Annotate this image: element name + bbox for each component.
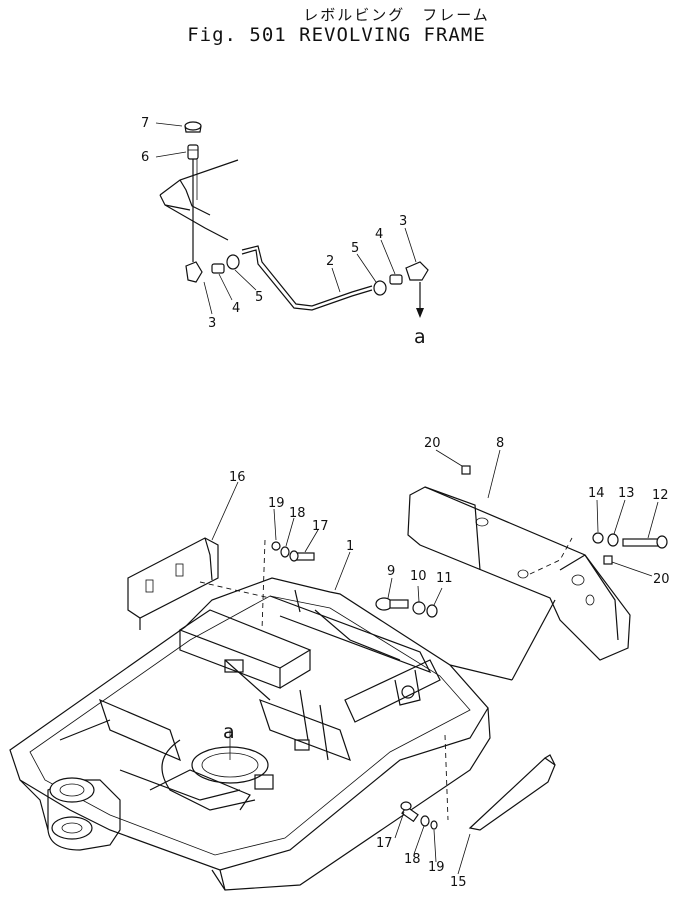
callout-2: 2 <box>326 254 334 269</box>
part-grease-nipple <box>187 144 199 160</box>
callout-20-right: 20 <box>653 572 670 587</box>
part-connector-right <box>389 274 403 285</box>
part-elbow-left <box>185 261 203 283</box>
callout-11: 11 <box>436 571 453 586</box>
part-cap <box>184 121 202 133</box>
figure-title: Fig. 501 REVOLVING FRAME <box>187 24 486 46</box>
callout-9: 9 <box>387 564 395 579</box>
part-washer-18b <box>420 815 430 827</box>
part-nut-left <box>226 254 240 270</box>
callout-15: 15 <box>450 875 467 890</box>
callout-18-bottom: 18 <box>404 852 421 867</box>
callout-16: 16 <box>229 470 246 485</box>
part-tube <box>241 245 373 307</box>
grease-line-assembly <box>155 121 429 318</box>
part-elbow-right <box>405 261 429 281</box>
reference-a-lower: a <box>223 721 235 743</box>
callout-4-upper-left: 4 <box>232 301 240 316</box>
callout-14: 14 <box>588 486 605 501</box>
part-nut-right <box>373 280 387 296</box>
part-connector-left <box>211 263 225 274</box>
part-washer-19a <box>271 541 281 551</box>
callout-labels: 7 6 2 5 4 3 3 4 5 a 20 8 16 19 18 17 1 9… <box>141 116 670 890</box>
part-bolt-17b <box>400 801 419 823</box>
part-side-cover-right <box>444 734 556 831</box>
part-bolt-17a <box>289 550 315 562</box>
revolving-frame <box>9 449 668 891</box>
part-washer-11 <box>426 604 438 618</box>
callout-3-upper-right: 3 <box>399 214 407 229</box>
part-washer-13 <box>607 533 619 547</box>
callout-7: 7 <box>141 116 149 131</box>
callout-19-bottom: 19 <box>428 860 445 875</box>
callout-12: 12 <box>652 488 669 503</box>
part-rear-cover <box>407 486 631 681</box>
callout-17-top: 17 <box>312 519 329 534</box>
title-japanese: レボルビング フレーム <box>303 6 490 24</box>
part-plug-20a <box>461 465 471 475</box>
callout-3-upper-left: 3 <box>208 316 216 331</box>
callout-8: 8 <box>496 436 504 451</box>
callout-6: 6 <box>141 150 149 165</box>
callout-17-bottom: 17 <box>376 836 393 851</box>
callout-5-upper-right: 5 <box>351 241 359 256</box>
part-washer-19b <box>430 820 438 830</box>
part-plug-20b <box>603 555 613 565</box>
part-side-cover-left <box>127 537 271 631</box>
part-bolt-12 <box>622 535 668 549</box>
callout-20-top: 20 <box>424 436 441 451</box>
part-bolt-9 <box>375 597 409 611</box>
callout-4-upper-right: 4 <box>375 227 383 242</box>
callout-18-top: 18 <box>289 506 306 521</box>
reference-a-upper: a <box>414 326 426 348</box>
boom-foot <box>47 777 121 851</box>
callout-5-upper-left: 5 <box>255 290 263 305</box>
part-washer-10 <box>412 601 426 615</box>
callout-19-top: 19 <box>268 496 285 511</box>
callout-1: 1 <box>346 539 354 554</box>
callout-13: 13 <box>618 486 635 501</box>
part-washer-14 <box>592 532 604 544</box>
part-washer-18a <box>280 546 290 558</box>
swing-bearing-opening <box>161 739 269 811</box>
callout-10: 10 <box>410 569 427 584</box>
